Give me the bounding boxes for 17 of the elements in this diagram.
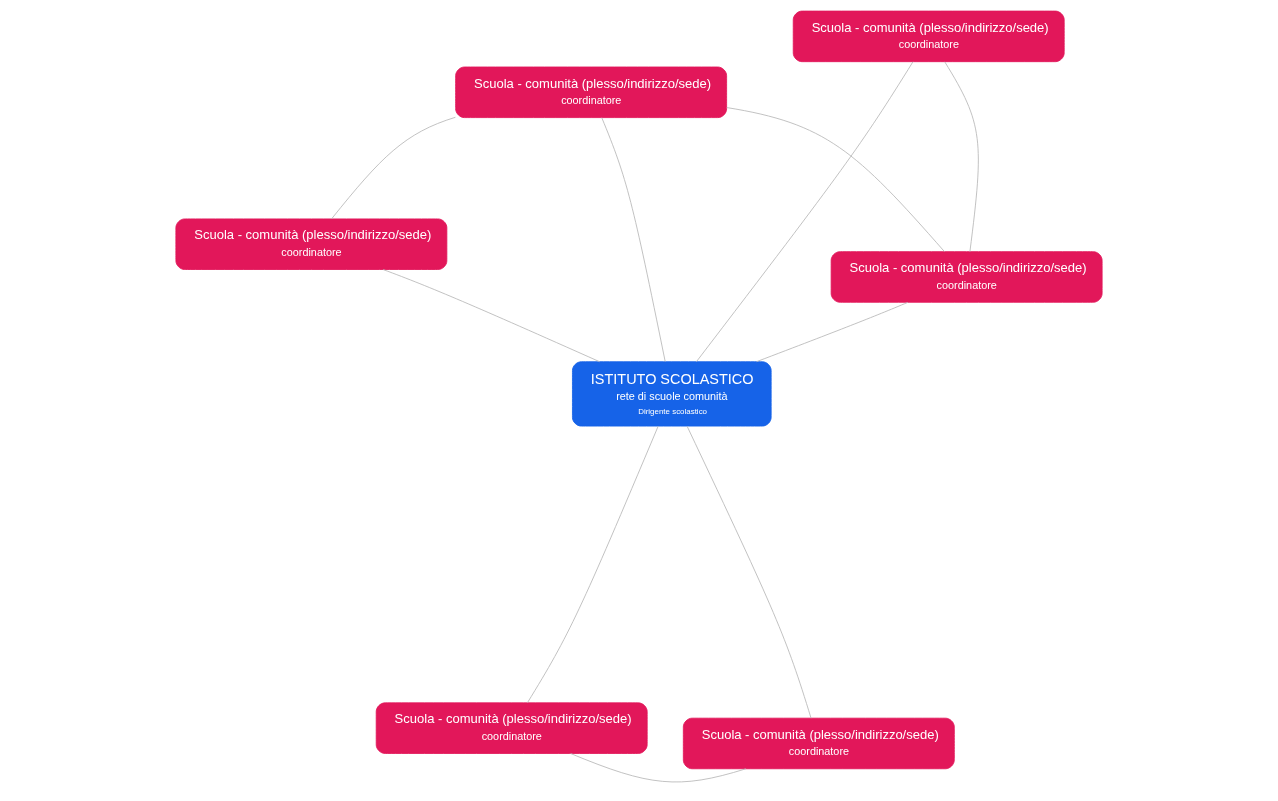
connector (944, 61, 979, 253)
node-box: Scuola - comunità (plesso/indirizzo/sede) coordinatore (682, 717, 955, 770)
connector (331, 116, 456, 220)
node-box: Scuola - comunità (plesso/indirizzo/sede) coordinatore (175, 218, 448, 270)
node-box: Scuola - comunità (plesso/indirizzo/sede) coordinatore (455, 66, 728, 119)
connector (527, 425, 659, 704)
connector (695, 61, 914, 363)
connector (382, 269, 601, 363)
connector (726, 107, 945, 252)
connector (601, 117, 666, 363)
node-box: ISTITUTO SCOLASTICO rete di scuole comunità Dirigente scolastico (572, 361, 772, 427)
connector (686, 425, 812, 719)
node-box: Scuola - comunità (plesso/indirizzo/sede) coordinatore (830, 251, 1103, 303)
connector (570, 753, 747, 783)
node-box: Scuola - comunità (plesso/indirizzo/sede) coordinatore (375, 702, 648, 754)
connector (756, 301, 909, 363)
node-box: Scuola - comunità (plesso/indirizzo/sede) coordinatore (792, 10, 1065, 63)
